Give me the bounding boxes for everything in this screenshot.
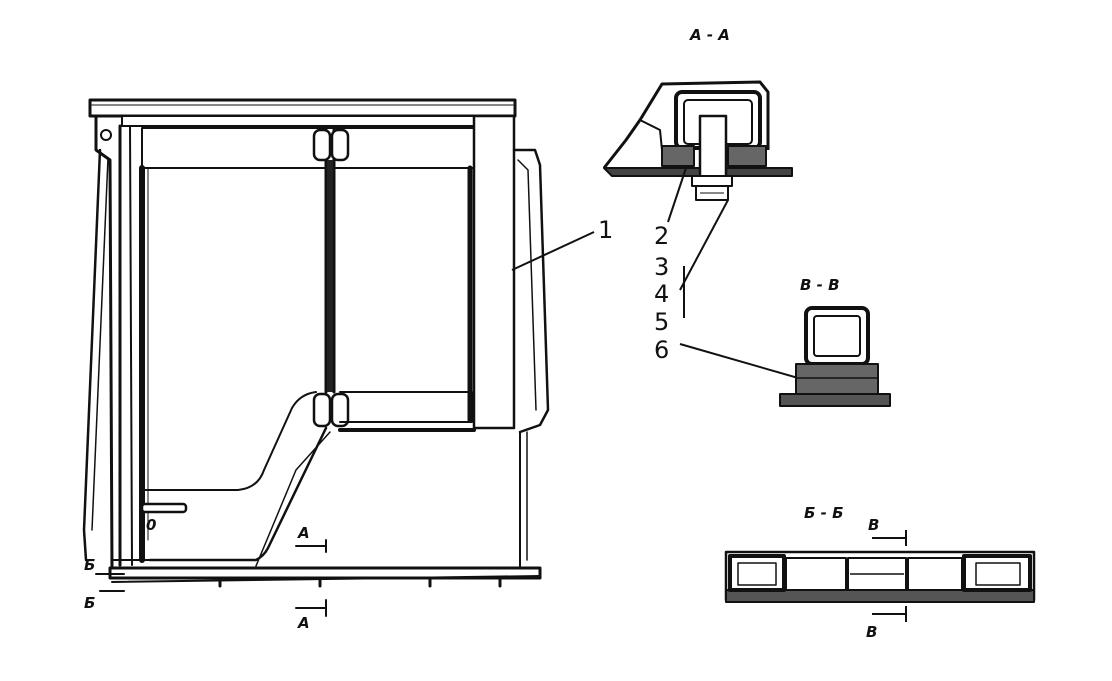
section-bb-drawing (779, 306, 891, 407)
section-a-bottom-label: А (297, 614, 310, 632)
callout-6: 6 (654, 336, 669, 364)
handle-label: 0 (146, 516, 156, 534)
section-vv-strip (724, 550, 1036, 603)
section-aa-title: А - А (689, 26, 730, 44)
section-bb-title: В - В (800, 276, 840, 294)
strip-v-bottom-label: В (866, 623, 877, 641)
strip-v-top-label: В (868, 516, 879, 534)
cab-base (108, 559, 542, 588)
section-b-top-label: Б (84, 556, 95, 574)
section-a-top-label: А (297, 524, 310, 542)
section-b-bottom-label: Б (84, 594, 95, 612)
callout-2: 2 (654, 222, 669, 250)
callout-5: 5 (654, 308, 669, 336)
cab-rear-post (82, 114, 133, 572)
door-handle (140, 502, 188, 514)
section-marks-cab (95, 539, 327, 617)
callout-numbers: 1 2 3 4 5 6 (598, 216, 669, 364)
section-aa-drawing (602, 80, 793, 201)
cab-text-marks: 0 А А Б Б (84, 516, 310, 632)
callout-1-leader (511, 231, 595, 271)
cab-front-post (472, 114, 550, 569)
section-vv-title: Б - Б (804, 504, 844, 522)
cab-window-frame (139, 127, 476, 563)
callout-1: 1 (598, 216, 613, 244)
section-marks-strip (872, 530, 907, 622)
cab-side-view (82, 98, 550, 617)
callout-3: 3 (654, 253, 669, 281)
callout-4: 4 (654, 280, 669, 308)
cab-roof (88, 98, 517, 127)
callout-leaders (667, 167, 813, 383)
